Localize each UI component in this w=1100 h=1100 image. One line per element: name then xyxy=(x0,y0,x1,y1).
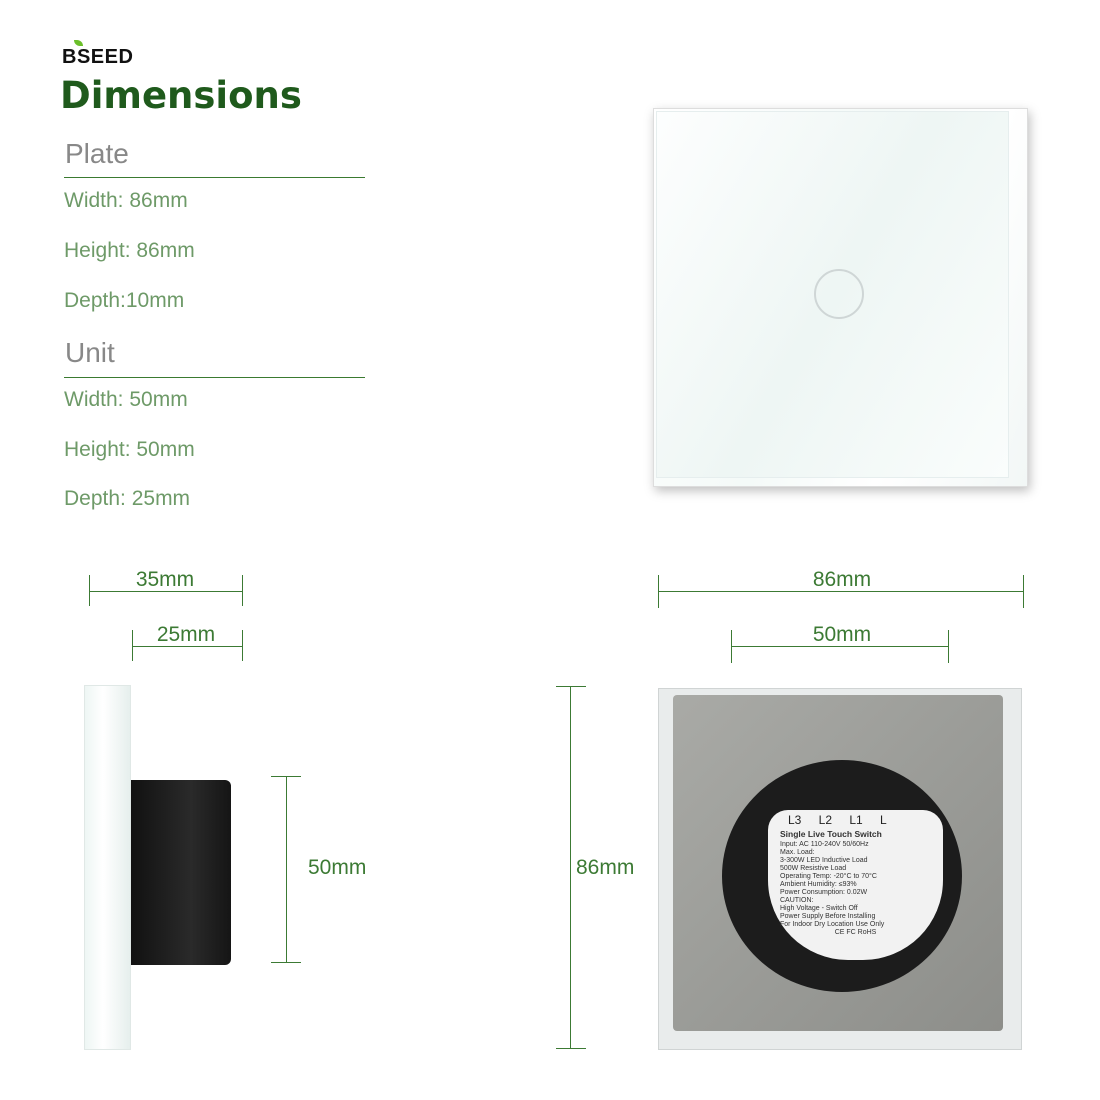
divider xyxy=(64,377,365,378)
label-line: Ambient Humidity: ≤93% xyxy=(780,881,857,888)
dim-tick xyxy=(556,1048,586,1049)
dim-label-50w: 50mm xyxy=(812,623,872,646)
dim-line-35 xyxy=(89,591,242,592)
dim-tick xyxy=(731,630,732,663)
dim-tick xyxy=(242,575,243,606)
dim-label-86h: 86mm xyxy=(576,856,635,879)
dim-tick xyxy=(271,962,301,963)
switch-front-image xyxy=(653,108,1028,487)
device-label: L3 L2 L1 L Single Live Touch Switch Inpu… xyxy=(768,810,943,960)
switch-side-glass xyxy=(84,685,131,1050)
dim-tick xyxy=(948,630,949,663)
plate-width: Width: 86mm xyxy=(64,189,188,212)
dim-tick xyxy=(271,776,301,777)
label-line: Power Supply Before Installing xyxy=(780,913,876,920)
dim-tick xyxy=(1023,575,1024,608)
dim-label-35: 35mm xyxy=(135,568,195,591)
label-line: 3-300W LED Inductive Load xyxy=(780,857,868,864)
label-line: Max. Load: xyxy=(780,849,815,856)
terminal-labels: L3 L2 L1 L xyxy=(788,813,887,827)
label-line: CAUTION: xyxy=(780,897,814,904)
dim-line-86w xyxy=(658,591,1023,592)
dim-tick xyxy=(89,575,90,606)
dim-tick xyxy=(658,575,659,608)
unit-heading: Unit xyxy=(65,337,115,368)
plate-heading: Plate xyxy=(65,138,129,169)
dim-line-25 xyxy=(132,646,242,647)
dim-label-50h: 50mm xyxy=(308,856,367,879)
certification-marks: CE FC RoHS xyxy=(834,929,877,936)
plate-depth: Depth:10mm xyxy=(64,289,185,312)
dim-line-50h xyxy=(286,776,287,962)
device-label-title: Single Live Touch Switch xyxy=(780,829,882,839)
dim-label-25: 25mm xyxy=(156,623,216,646)
unit-width: Width: 50mm xyxy=(64,388,188,411)
label-line: 500W Resistive Load xyxy=(780,865,847,872)
unit-height: Height: 50mm xyxy=(64,438,195,461)
dim-line-86h xyxy=(570,686,571,1048)
dim-tick xyxy=(556,686,586,687)
label-line: Operating Temp: -20°C to 70°C xyxy=(780,873,877,880)
dim-line-50w xyxy=(731,646,948,647)
label-line: For Indoor Dry Location Use Only xyxy=(780,921,885,928)
brand-logo: BSEED xyxy=(62,46,134,68)
touch-button-icon xyxy=(814,269,864,319)
label-line: Power Consumption: 0.02W xyxy=(780,889,868,896)
page-title: Dimensions xyxy=(60,74,302,117)
label-line: Input: AC 110-240V 50/60Hz xyxy=(780,841,869,848)
dim-label-86w: 86mm xyxy=(812,568,872,591)
logo-leaf-icon xyxy=(74,40,83,46)
plate-height: Height: 86mm xyxy=(64,239,195,262)
label-line: High Voltage - Switch Off xyxy=(780,905,858,912)
unit-depth: Depth: 25mm xyxy=(64,487,191,510)
switch-side-body xyxy=(131,780,231,965)
dim-tick xyxy=(242,630,243,661)
dim-tick xyxy=(132,630,133,661)
divider xyxy=(64,177,365,178)
